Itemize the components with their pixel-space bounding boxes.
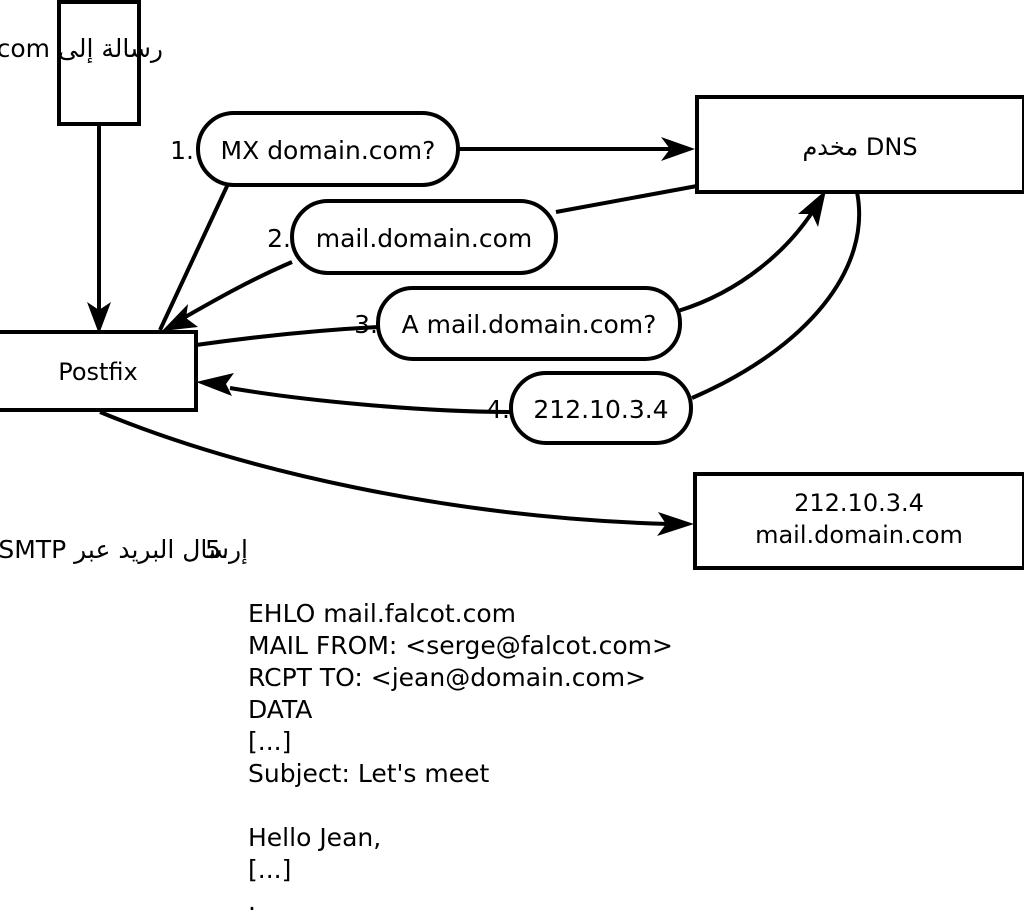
arrowhead-3-to-dns (798, 190, 826, 227)
smtp-line-4: [...] (248, 727, 291, 756)
step-1-label: MX domain.com? (221, 136, 436, 165)
postfix-label: Postfix (58, 358, 138, 386)
arrowhead-2-to-postfix (162, 304, 198, 331)
arrowhead-1-to-dns (661, 137, 695, 161)
step-4-number: 4. (486, 395, 510, 424)
step-5-label: إرسال البريد عبر SMTP (0, 535, 248, 565)
smtp-line-0: EHLO mail.falcot.com (248, 599, 516, 628)
edge-2-dns-to-bubble2 (555, 184, 698, 214)
arrowhead-client-to-postfix (87, 302, 111, 334)
page-title: رسالة إلى jean@domain.com (0, 34, 163, 64)
mailserver-ip: 212.10.3.4 (794, 489, 924, 517)
step-3-label: A mail.domain.com? (402, 310, 657, 339)
step-2-number: 2. (267, 224, 291, 253)
edge-1-postfix-to-bubble1 (158, 183, 230, 331)
postfix-box (0, 330, 198, 412)
bubble-step-1 (196, 111, 460, 187)
step-4-label: 212.10.3.4 (533, 395, 668, 424)
smtp-line-3: DATA (248, 695, 312, 724)
smtp-line-1: MAIL FROM: <serge@falcot.com> (248, 631, 673, 660)
bubble-step-4 (509, 371, 693, 445)
bubble-step-3 (376, 286, 682, 361)
smtp-line-5: Subject: Let's meet (248, 759, 489, 788)
edge-2-bubble2-to-postfix (179, 260, 293, 322)
dns-box (695, 95, 1024, 194)
step-1-number: 1. (170, 136, 194, 165)
client-box (57, 0, 141, 126)
smtp-line-7: Hello Jean, (248, 823, 381, 852)
edge-4-bubble4-to-postfix (229, 386, 513, 414)
mailserver-box (693, 472, 1024, 570)
mailserver-hostname: mail.domain.com (755, 521, 963, 549)
bubble-step-2 (290, 199, 558, 275)
edge-5-postfix-to-mailserver (99, 410, 671, 526)
smtp-line-9: . (248, 887, 256, 916)
arrowhead-5-to-mailserver (657, 512, 694, 536)
arrowhead-4-to-postfix (196, 373, 234, 396)
step-3-number: 3. (354, 310, 378, 339)
edge-4-dns-to-bubble4 (691, 191, 862, 400)
edge-3-postfix-to-bubble3 (195, 325, 379, 347)
smtp-line-8: [...] (248, 855, 291, 884)
step-2-label: mail.domain.com (316, 224, 532, 253)
dns-label: مخدم DNS (802, 133, 917, 161)
step-5-number: 5. (205, 535, 229, 564)
smtp-line-2: RCPT TO: <jean@domain.com> (248, 663, 646, 692)
edge-3-bubble3-to-dns (677, 201, 820, 313)
